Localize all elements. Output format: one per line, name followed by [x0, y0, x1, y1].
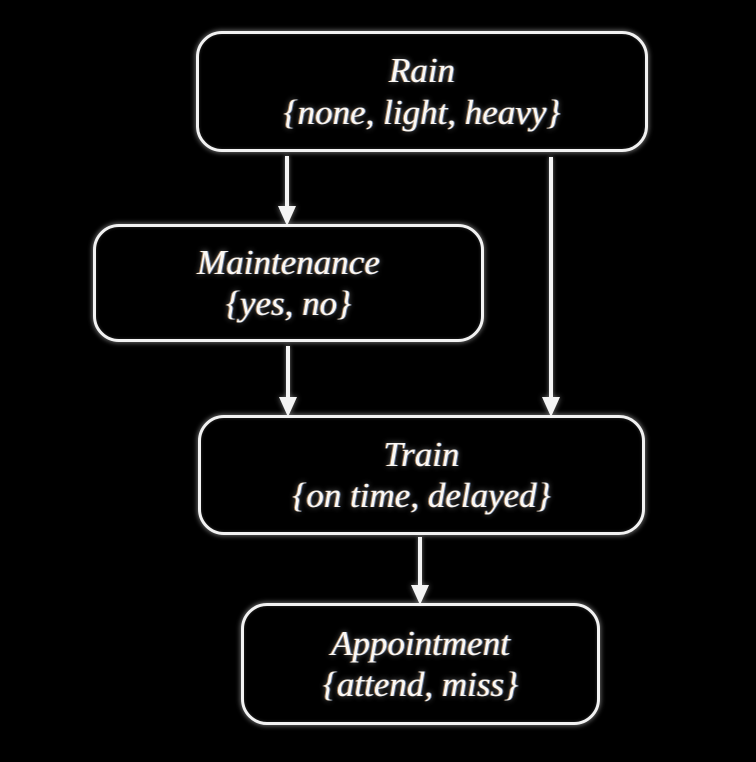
node-train-name: Train [383, 434, 460, 474]
edge-maintenance-to-train [279, 346, 297, 417]
node-appointment-name: Appointment [331, 623, 510, 663]
node-rain[interactable]: Rain {none, light, heavy} [196, 31, 648, 152]
node-rain-states: {none, light, heavy} [283, 92, 561, 132]
node-train-states: {on time, delayed} [292, 476, 551, 515]
arrowhead-icon [278, 206, 296, 226]
edge-line [285, 156, 289, 206]
node-maintenance[interactable]: Maintenance {yes, no} [93, 224, 484, 342]
node-train[interactable]: Train {on time, delayed} [198, 415, 645, 535]
edge-line [549, 157, 553, 397]
node-appointment[interactable]: Appointment {attend, miss} [241, 603, 600, 725]
edge-line [286, 346, 290, 397]
node-maintenance-states: {yes, no} [225, 284, 352, 323]
node-appointment-states: {attend, miss} [322, 665, 519, 704]
node-maintenance-name: Maintenance [197, 242, 380, 282]
edge-rain-to-maintenance [278, 156, 296, 226]
edge-rain-to-train [542, 157, 560, 417]
edge-line [418, 537, 422, 585]
arrowhead-icon [542, 397, 560, 417]
node-rain-name: Rain [388, 51, 456, 91]
edge-train-to-appointment [411, 537, 429, 605]
arrowhead-icon [279, 397, 297, 417]
arrowhead-icon [411, 585, 429, 605]
